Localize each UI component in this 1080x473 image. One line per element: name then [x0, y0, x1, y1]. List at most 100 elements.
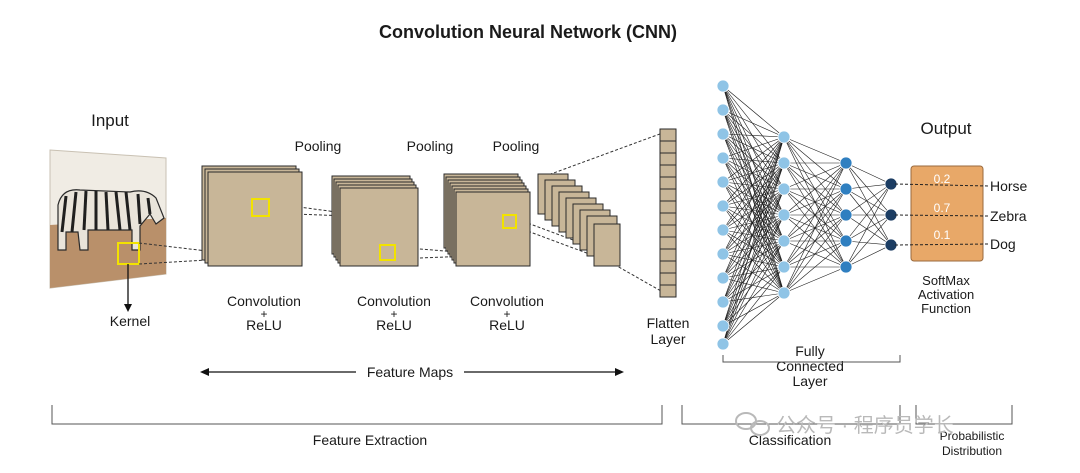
wechat-icon: [735, 412, 770, 436]
feature-extraction-bracket: [51, 405, 663, 425]
conv-label-1: Convolution + ReLU: [227, 293, 301, 333]
svg-text:+: +: [503, 307, 510, 321]
fc-edge: [783, 214, 847, 294]
watermark: 公众号 · 程序员学长: [735, 412, 954, 437]
fc-edge: [722, 188, 785, 327]
diagram-title: Convolution Neural Network (CNN): [379, 22, 677, 42]
fc-edge: [722, 136, 785, 303]
feature-extraction-label: Feature Extraction: [313, 432, 427, 448]
fc-edge: [845, 244, 892, 268]
fc-edge: [722, 109, 785, 294]
flatten-cell: [659, 128, 677, 142]
svg-text:0.2: 0.2: [934, 172, 951, 186]
fc-node-layer-1: [716, 151, 730, 165]
fc-nodes: [716, 79, 898, 351]
fc-edge: [845, 214, 892, 242]
fc-edge: [722, 133, 785, 216]
fc-edge: [722, 162, 785, 207]
flatten-cell: [659, 248, 677, 262]
fc-node-layer-1: [716, 247, 730, 261]
svg-text:0.1: 0.1: [934, 228, 951, 242]
fc-edge: [722, 214, 785, 231]
fc-edge: [845, 162, 892, 246]
fc-edge: [783, 162, 847, 216]
pooled-map-stack: [537, 173, 621, 267]
fc-edge: [722, 188, 785, 303]
svg-text:Convolution: Convolution: [227, 293, 301, 309]
fc-edge: [783, 162, 847, 294]
fc-edge: [722, 292, 785, 345]
fully-connected-label: Fully Connected Layer: [776, 343, 844, 389]
fc-edge: [722, 136, 785, 183]
fc-edge: [722, 205, 785, 216]
fc-edge: [722, 157, 785, 294]
fc-edge: [722, 162, 785, 345]
probabilistic-bracket: [915, 405, 1013, 425]
fc-edge: [722, 181, 785, 190]
fc-node-layer-3: [839, 260, 853, 274]
flatten-cell: [659, 272, 677, 286]
probabilistic-label: Probabilistic Distribution: [940, 429, 1005, 458]
fc-edge: [783, 266, 847, 294]
fc-edge: [722, 277, 785, 294]
fc-edge: [722, 109, 785, 268]
fc-edge: [722, 292, 785, 303]
fc-edge: [722, 136, 785, 255]
output-row-dog: 0.1 Dog: [934, 228, 1016, 252]
input-label: Input: [91, 111, 129, 130]
fc-edge: [722, 205, 785, 242]
fc-node-layer-1: [716, 319, 730, 333]
fc-edge: [783, 162, 847, 190]
fc-edge: [722, 266, 785, 327]
fc-connections: [722, 85, 892, 345]
svg-text:Activation: Activation: [918, 287, 974, 302]
feature-map-stack-3: [443, 173, 531, 267]
fc-edge: [722, 181, 785, 294]
fc-edge: [845, 183, 892, 268]
feature-maps-arrow: [200, 368, 624, 376]
fc-edge: [722, 188, 785, 345]
fc-edge: [722, 181, 785, 268]
fc-edge: [722, 109, 785, 242]
fc-node-layer-3: [839, 208, 853, 222]
fc-node-layer-1: [716, 337, 730, 351]
fc-edge: [722, 85, 785, 242]
pooling-label-3: Pooling: [493, 138, 540, 154]
fc-edge: [722, 109, 785, 138]
svg-text:ReLU: ReLU: [246, 317, 282, 333]
svg-text:Zebra: Zebra: [990, 208, 1027, 224]
fc-edge: [722, 133, 785, 138]
fc-edge: [722, 133, 785, 268]
fc-node-layer-1: [716, 295, 730, 309]
fc-node-layer-1: [716, 79, 730, 93]
flatten-cell: [659, 260, 677, 274]
fc-edge: [722, 240, 785, 303]
flatten-cell: [659, 176, 677, 190]
fc-edge: [845, 162, 892, 185]
fc-edge: [722, 181, 785, 216]
fc-edge: [783, 240, 847, 294]
fc-node-layer-1: [716, 175, 730, 189]
fc-edge: [722, 188, 785, 207]
fc-edge: [722, 157, 785, 164]
svg-text:Flatten: Flatten: [647, 315, 690, 331]
fc-edge: [722, 240, 785, 255]
fc-edge: [722, 214, 785, 255]
fc-edge: [722, 266, 785, 303]
svg-text:Distribution: Distribution: [942, 444, 1002, 458]
flatten-layer: [659, 128, 677, 298]
fc-edge: [722, 214, 785, 327]
svg-text:Function: Function: [921, 301, 971, 316]
flatten-cell: [659, 224, 677, 238]
svg-text:Convolution: Convolution: [470, 293, 544, 309]
fc-edge: [722, 162, 785, 327]
kernel-label: Kernel: [110, 313, 150, 329]
fc-edge: [722, 157, 785, 242]
svg-text:ReLU: ReLU: [489, 317, 525, 333]
feature-map-stack-1: [201, 165, 303, 267]
fc-edge: [722, 162, 785, 303]
fc-node-layer-2: [777, 156, 791, 170]
svg-text:Fully: Fully: [795, 343, 825, 359]
